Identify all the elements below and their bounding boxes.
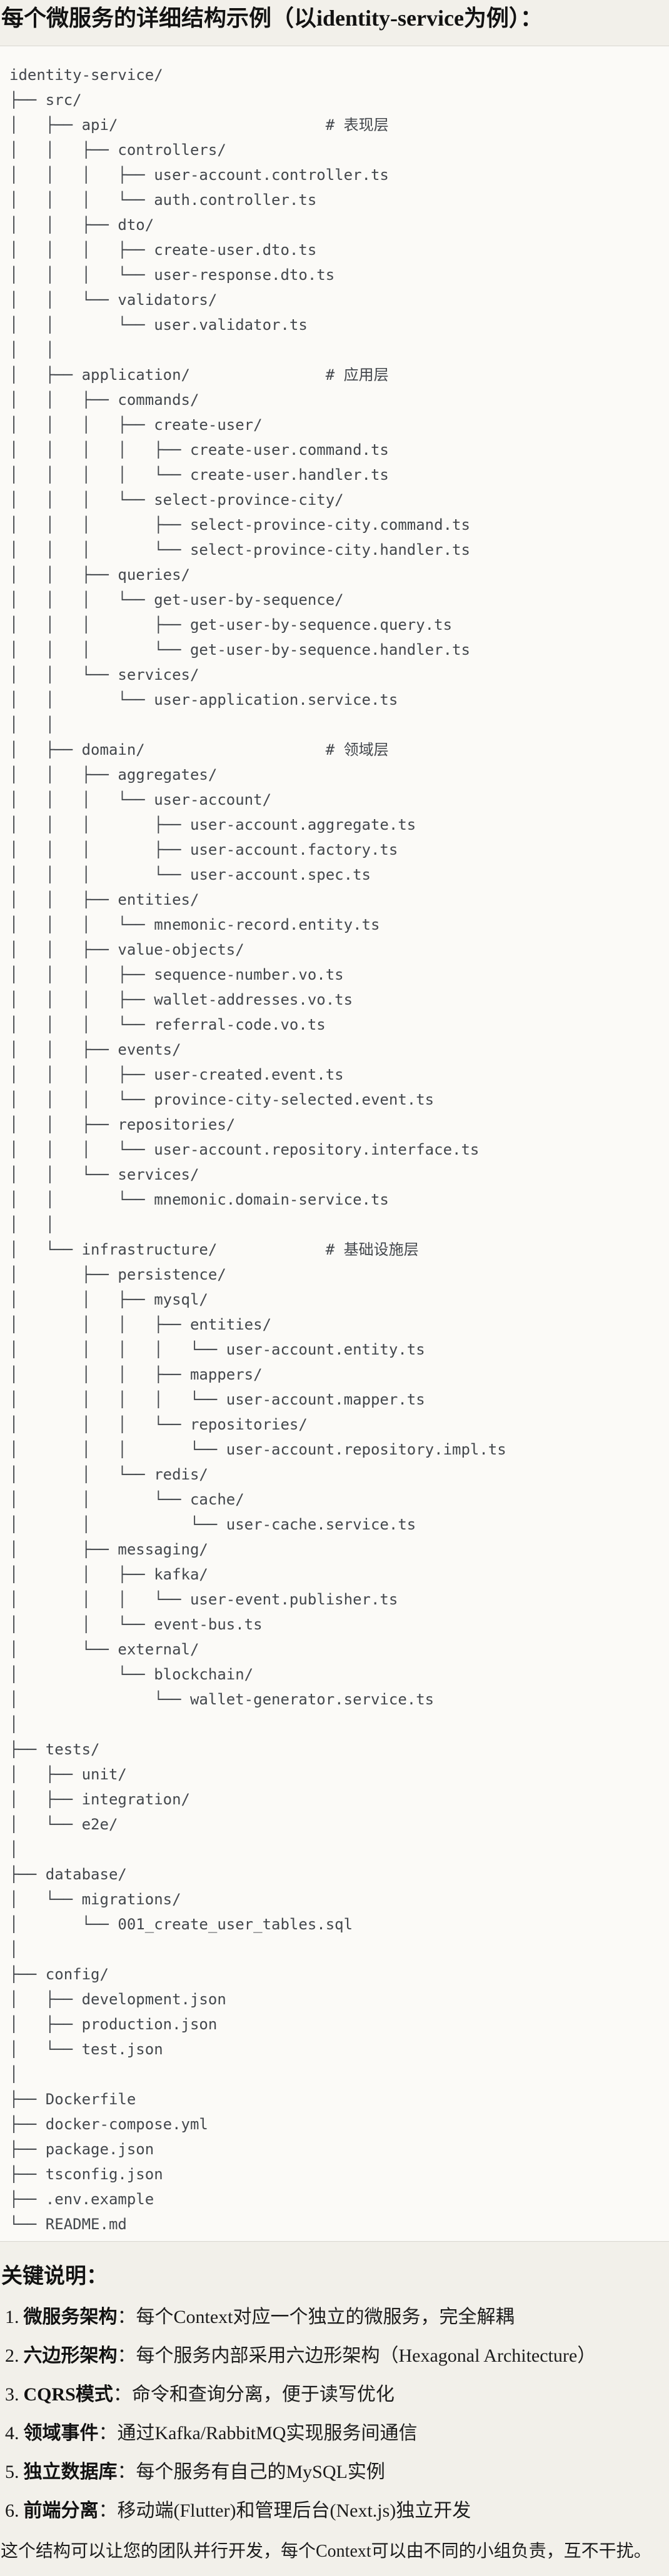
note-item-2: 2. 六边形架构 ：每个服务内部采用六边形架构（Hexagonal Archit… [5, 2344, 669, 2368]
note-desc: ：每个Context对应一个独立的微服务，完全解耦 [117, 2306, 515, 2327]
note-item-3: 3. CQRS模式 ：命令和查询分离，便于读写优化 [5, 2382, 669, 2407]
closing-paragraph: 这个结构可以让您的团队并行开发，每个Context可以由不同的小组负责，互不干扰… [1, 2541, 651, 2561]
note-desc: ：通过Kafka/RabbitMQ实现服务间通信 [98, 2422, 418, 2444]
note-number: 6. [5, 2500, 19, 2521]
key-notes-section: 关键说明： 1. 微服务架构 ：每个Context对应一个独立的微服务，完全解耦… [0, 2263, 669, 2564]
note-item-1: 1. 微服务架构 ：每个Context对应一个独立的微服务，完全解耦 [5, 2305, 669, 2329]
note-number: 2. [5, 2345, 19, 2366]
note-item-6: 6. 前端分离 ：移动端(Flutter)和管理后台(Next.js)独立开发 [5, 2499, 669, 2523]
note-label: 微服务架构 [23, 2306, 118, 2327]
note-desc: ：移动端(Flutter)和管理后台(Next.js)独立开发 [98, 2500, 471, 2521]
note-label: 六边形架构 [23, 2345, 118, 2366]
note-label: 独立数据库 [23, 2461, 118, 2482]
note-number: 4. [5, 2422, 19, 2444]
note-number: 5. [5, 2461, 19, 2482]
note-label: 前端分离 [23, 2500, 99, 2521]
note-number: 3. [5, 2384, 19, 2405]
notes-heading: 关键说明： [1, 2264, 108, 2288]
note-desc: ：命令和查询分离，便于读写优化 [113, 2384, 395, 2405]
file-tree-code-block: identity-service/ ├── src/ │ ├── api/ # … [0, 45, 669, 2242]
note-item-5: 5. 独立数据库 ：每个服务有自己的MySQL实例 [5, 2460, 669, 2484]
note-number: 1. [5, 2306, 19, 2327]
note-item-4: 4. 领域事件 ：通过Kafka/RabbitMQ实现服务间通信 [5, 2421, 669, 2445]
note-desc: ：每个服务内部采用六边形架构（Hexagonal Architecture） [117, 2345, 596, 2366]
page-title: 每个微服务的详细结构示例（以identity-service为例）： [1, 6, 543, 31]
note-label: 领域事件 [23, 2422, 99, 2444]
note-desc: ：每个服务有自己的MySQL实例 [117, 2461, 385, 2482]
note-label: CQRS模式 [23, 2384, 113, 2405]
